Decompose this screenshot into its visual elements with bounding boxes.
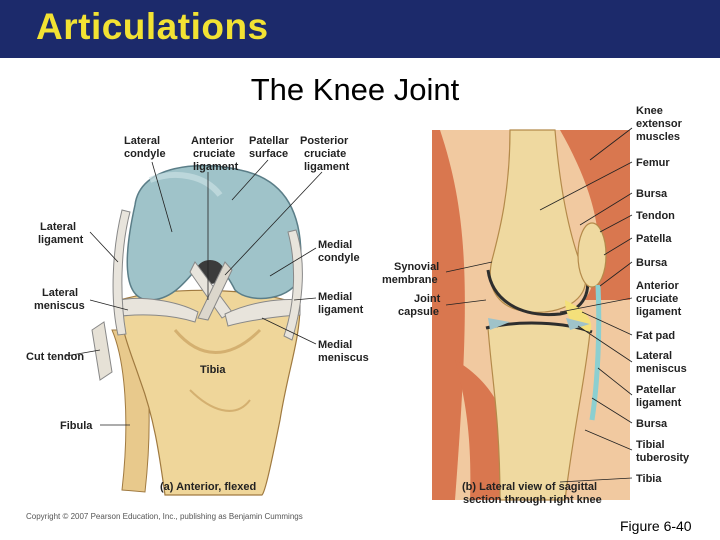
label-tendon: Tendon: [636, 210, 675, 222]
label-cut-tendon: Cut tendon: [26, 351, 84, 363]
label-joint-capsule: Joint capsule: [398, 293, 441, 318]
svg-text:ligament: ligament: [636, 306, 682, 318]
svg-text:section through right knee: section through right knee: [463, 494, 602, 506]
svg-text:Knee: Knee: [636, 105, 663, 117]
copyright-notice: Copyright © 2007 Pearson Education, Inc.…: [26, 512, 303, 521]
svg-text:Synovial: Synovial: [394, 261, 439, 273]
label-femur: Femur: [636, 157, 670, 169]
label-tibia-b: Tibia: [636, 473, 662, 485]
svg-text:surface: surface: [249, 148, 288, 160]
svg-text:Lateral: Lateral: [124, 135, 160, 147]
svg-text:Joint: Joint: [414, 293, 441, 305]
label-lateral-meniscus-a: Lateral meniscus: [34, 287, 85, 312]
label-patella: Patella: [636, 233, 672, 245]
label-knee-extensor: Knee extensor muscles: [636, 105, 683, 143]
label-medial-condyle: Medial condyle: [318, 239, 360, 264]
label-bursa-3: Bursa: [636, 418, 668, 430]
label-medial-meniscus: Medial meniscus: [318, 339, 369, 364]
figure-a-illustration: [91, 164, 303, 496]
svg-text:Patellar: Patellar: [636, 384, 676, 396]
svg-text:ligament: ligament: [193, 161, 239, 173]
svg-text:condyle: condyle: [318, 252, 360, 264]
svg-text:Anterior: Anterior: [636, 280, 680, 292]
slide-subtitle: The Knee Joint: [0, 72, 720, 108]
title-bar: Articulations: [0, 0, 720, 58]
label-lateral-condyle: Lateral condyle: [124, 135, 166, 160]
label-tibia-a: Tibia: [200, 364, 226, 376]
svg-text:Posterior: Posterior: [300, 135, 349, 147]
label-tibial-tuberosity: Tibial tuberosity: [636, 439, 690, 464]
caption-figure-a: (a) Anterior, flexed: [160, 481, 256, 493]
label-fibula: Fibula: [60, 420, 93, 432]
svg-text:ligament: ligament: [304, 161, 350, 173]
figure-b-leaders: [445, 127, 633, 483]
svg-text:extensor: extensor: [636, 118, 683, 130]
svg-text:Anterior: Anterior: [191, 135, 235, 147]
label-patellar-surface: Patellar surface: [249, 135, 289, 160]
svg-text:condyle: condyle: [124, 148, 166, 160]
label-anterior-cruciate-a: Anterior cruciate ligament: [191, 135, 239, 173]
svg-text:meniscus: meniscus: [318, 352, 369, 364]
svg-text:ligament: ligament: [38, 234, 84, 246]
label-lateral-ligament: Lateral ligament: [38, 221, 84, 246]
svg-text:Medial: Medial: [318, 339, 352, 351]
svg-text:Lateral: Lateral: [40, 221, 76, 233]
svg-text:Lateral: Lateral: [42, 287, 78, 299]
label-patellar-ligament: Patellar ligament: [636, 384, 682, 409]
svg-text:muscles: muscles: [636, 131, 680, 143]
svg-text:cruciate: cruciate: [193, 148, 235, 160]
svg-text:membrane: membrane: [382, 274, 438, 286]
subtitle-text: The Knee Joint: [250, 72, 460, 107]
svg-text:Medial: Medial: [318, 291, 352, 303]
svg-text:Lateral: Lateral: [636, 350, 672, 362]
label-medial-ligament: Medial ligament: [318, 291, 364, 316]
svg-text:capsule: capsule: [398, 306, 439, 318]
slide-title: Articulations: [36, 6, 269, 47]
label-lateral-meniscus-b: Lateral meniscus: [636, 350, 687, 375]
svg-text:Patellar: Patellar: [249, 135, 289, 147]
label-anterior-cruciate-b: Anterior cruciate ligament: [636, 280, 682, 318]
label-bursa-1: Bursa: [636, 188, 668, 200]
label-posterior-cruciate: Posterior cruciate ligament: [300, 135, 350, 173]
label-synovial-membrane: Synovial membrane: [382, 261, 439, 286]
svg-text:ligament: ligament: [318, 304, 364, 316]
svg-text:meniscus: meniscus: [636, 363, 687, 375]
figure-reference: Figure 6-40: [620, 518, 692, 534]
svg-text:Medial: Medial: [318, 239, 352, 251]
svg-text:ligament: ligament: [636, 397, 682, 409]
label-bursa-2: Bursa: [636, 257, 668, 269]
svg-text:meniscus: meniscus: [34, 300, 85, 312]
figure-b-illustration: [432, 129, 630, 501]
svg-text:cruciate: cruciate: [636, 293, 678, 305]
svg-text:(b) Lateral view of sagittal: (b) Lateral view of sagittal: [462, 481, 597, 493]
svg-text:Tibial: Tibial: [636, 439, 665, 451]
svg-text:tuberosity: tuberosity: [636, 452, 690, 464]
caption-figure-b: (b) Lateral view of sagittal section thr…: [462, 481, 602, 506]
label-fat-pad: Fat pad: [636, 330, 675, 342]
svg-text:cruciate: cruciate: [304, 148, 346, 160]
figure-a-leaders: [65, 159, 323, 426]
